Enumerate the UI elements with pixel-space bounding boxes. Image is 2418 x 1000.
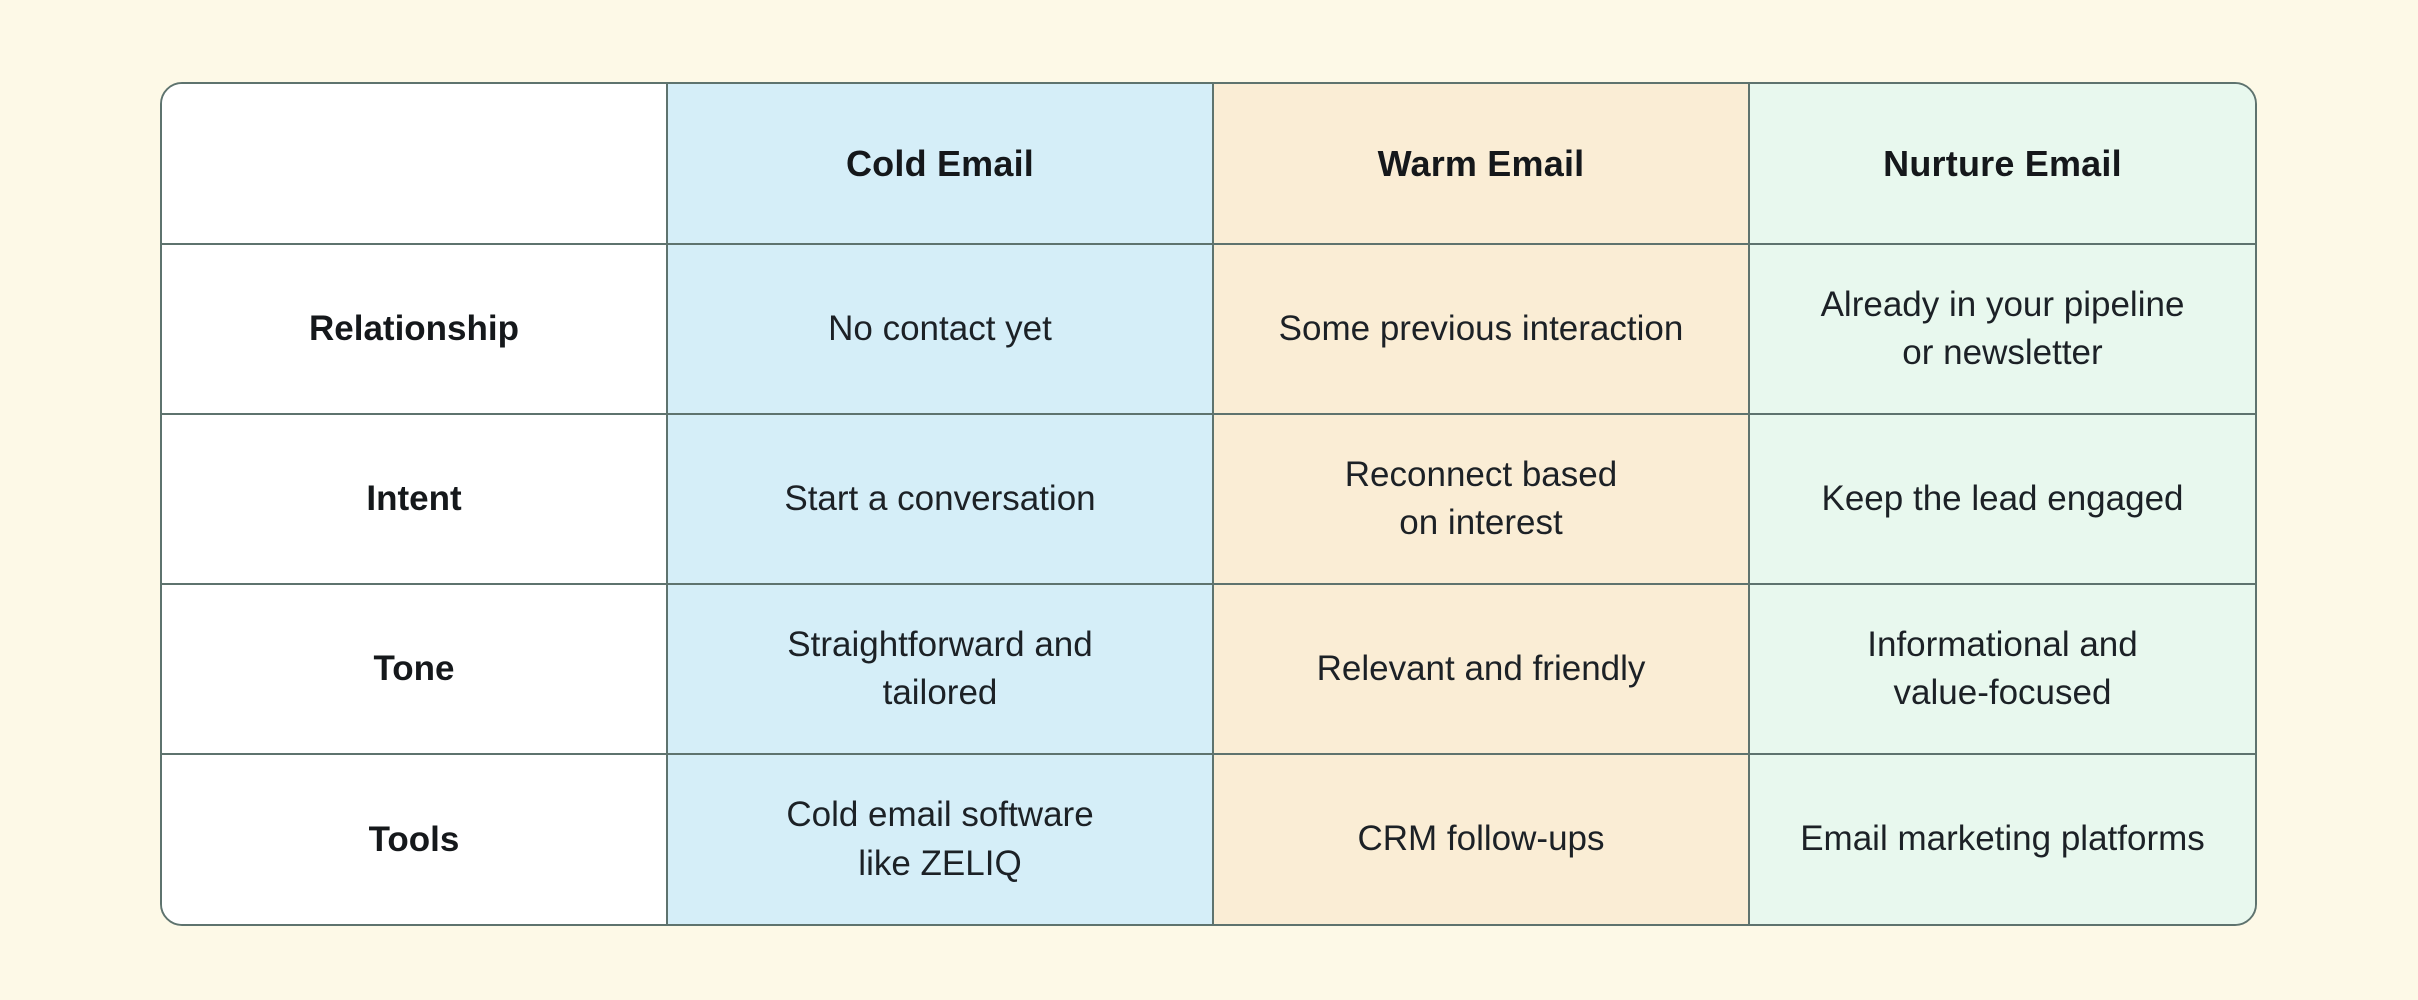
cell-relationship-nurture-text: Already in your pipeline or newsletter <box>1820 284 2185 372</box>
row-label-relationship: Relationship <box>162 245 668 415</box>
cell-intent-nurture-text: Keep the lead engaged <box>1821 478 2184 518</box>
header-warm-email: Warm Email <box>1214 84 1750 245</box>
cell-relationship-cold-text: No contact yet <box>828 308 1052 348</box>
cell-tools-cold: Cold email software like ZELIQ <box>668 755 1214 924</box>
header-cold-email-label: Cold Email <box>845 142 1035 184</box>
cell-relationship-cold: No contact yet <box>668 245 1214 415</box>
header-warm-email-label: Warm Email <box>1377 142 1585 184</box>
cell-intent-warm: Reconnect based on interest <box>1214 415 1750 585</box>
cell-intent-cold: Start a conversation <box>668 415 1214 585</box>
cell-relationship-warm-text: Some previous interaction <box>1278 308 1684 348</box>
cell-relationship-nurture: Already in your pipeline or newsletter <box>1750 245 2255 415</box>
cell-intent-warm-text: Reconnect based on interest <box>1344 454 1618 542</box>
row-label-tone: Tone <box>162 585 668 755</box>
header-nurture-email-label: Nurture Email <box>1883 142 2122 184</box>
cell-intent-cold-text: Start a conversation <box>784 478 1096 518</box>
cell-relationship-warm: Some previous interaction <box>1214 245 1750 415</box>
cell-tone-cold: Straightforward and tailored <box>668 585 1214 755</box>
cell-intent-nurture: Keep the lead engaged <box>1750 415 2255 585</box>
row-label-relationship-text: Relationship <box>308 309 520 348</box>
row-label-tools: Tools <box>162 755 668 924</box>
cell-tone-nurture-text: Informational and value-focused <box>1867 624 2138 712</box>
row-label-tone-text: Tone <box>373 649 455 688</box>
cell-tone-nurture: Informational and value-focused <box>1750 585 2255 755</box>
cell-tone-warm-text: Relevant and friendly <box>1316 648 1646 688</box>
cell-tools-cold-text: Cold email software like ZELIQ <box>786 795 1094 883</box>
cell-tone-cold-text: Straightforward and tailored <box>787 624 1093 712</box>
email-comparison-table: Cold Email Warm Email Nurture Email Rela… <box>160 82 2257 926</box>
cell-tone-warm: Relevant and friendly <box>1214 585 1750 755</box>
header-cold-email: Cold Email <box>668 84 1214 245</box>
row-label-intent-text: Intent <box>366 479 462 518</box>
header-nurture-email: Nurture Email <box>1750 84 2255 245</box>
corner-cell <box>162 84 668 245</box>
row-label-intent: Intent <box>162 415 668 585</box>
cell-tools-warm-text: CRM follow-ups <box>1357 819 1605 859</box>
row-label-tools-text: Tools <box>368 819 460 859</box>
cell-tools-nurture: Email marketing platforms <box>1750 755 2255 924</box>
cell-tools-nurture-text: Email marketing platforms <box>1800 819 2205 859</box>
cell-tools-warm: CRM follow-ups <box>1214 755 1750 924</box>
